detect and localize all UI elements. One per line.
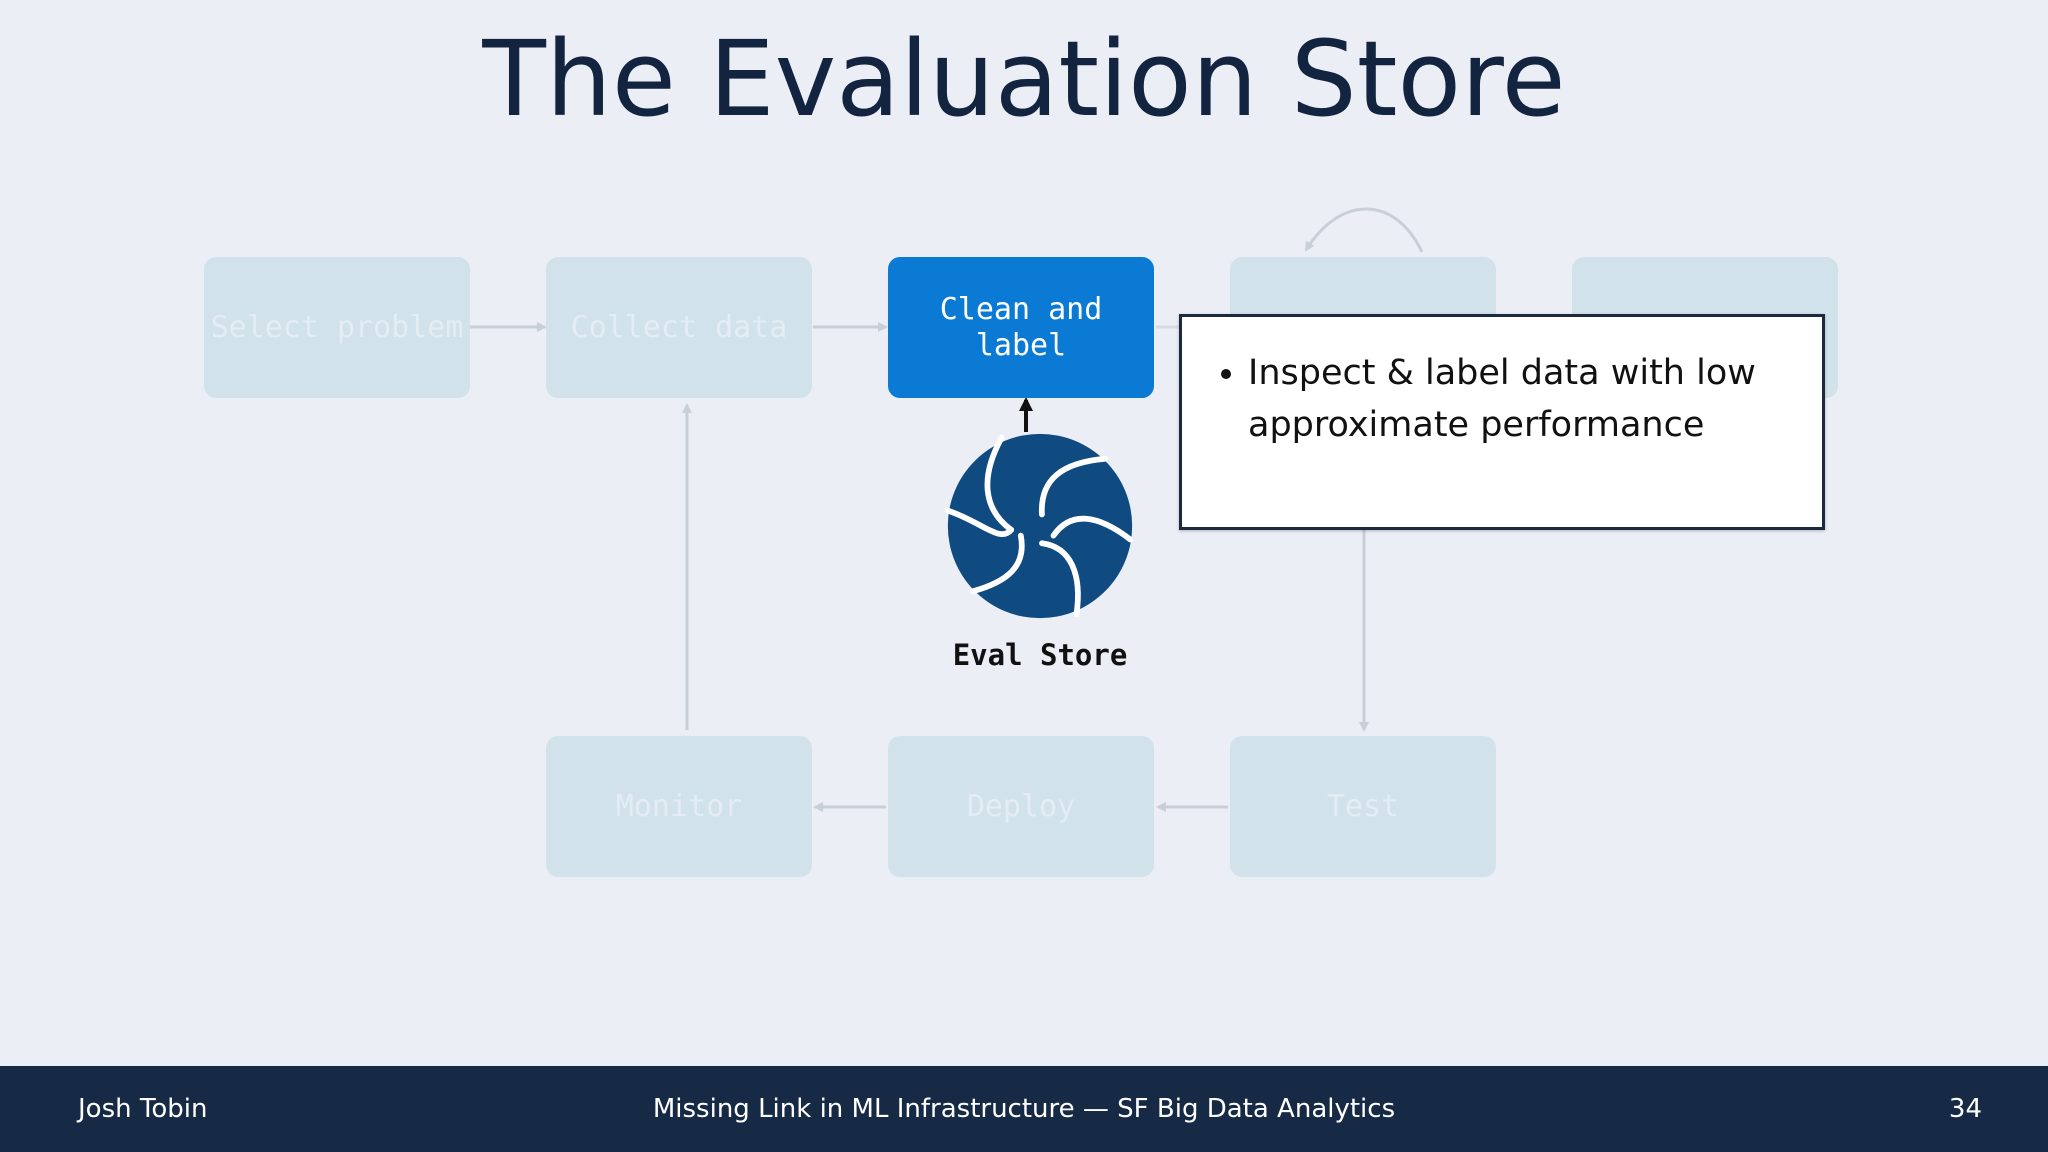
- node-select-problem: Select problem: [204, 257, 470, 398]
- callout-bullet: Inspect & label data with low approximat…: [1248, 347, 1792, 451]
- footer-bar: Josh Tobin Missing Link in ML Infrastruc…: [0, 1066, 2048, 1152]
- footer-author: Josh Tobin: [78, 1094, 208, 1124]
- camera-shutter-icon: [944, 433, 1134, 619]
- callout-box: Inspect & label data with low approximat…: [1179, 314, 1825, 530]
- footer-page-number: 34: [1948, 1094, 1982, 1124]
- node-collect-data: Collect data: [546, 257, 812, 398]
- arrow-train-loop: [1304, 207, 1424, 253]
- node-test: Test: [1230, 736, 1496, 877]
- node-deploy: Deploy: [888, 736, 1154, 877]
- node-clean-and-label: Clean and label: [888, 257, 1154, 398]
- callout-list: Inspect & label data with low approximat…: [1212, 347, 1792, 451]
- eval-store-label: Eval Store: [952, 638, 1128, 672]
- footer-talk-title: Missing Link in ML Infrastructure — SF B…: [652, 1094, 1396, 1124]
- node-monitor: Monitor: [546, 736, 812, 877]
- slide-title: The Evaluation Store: [482, 18, 1566, 140]
